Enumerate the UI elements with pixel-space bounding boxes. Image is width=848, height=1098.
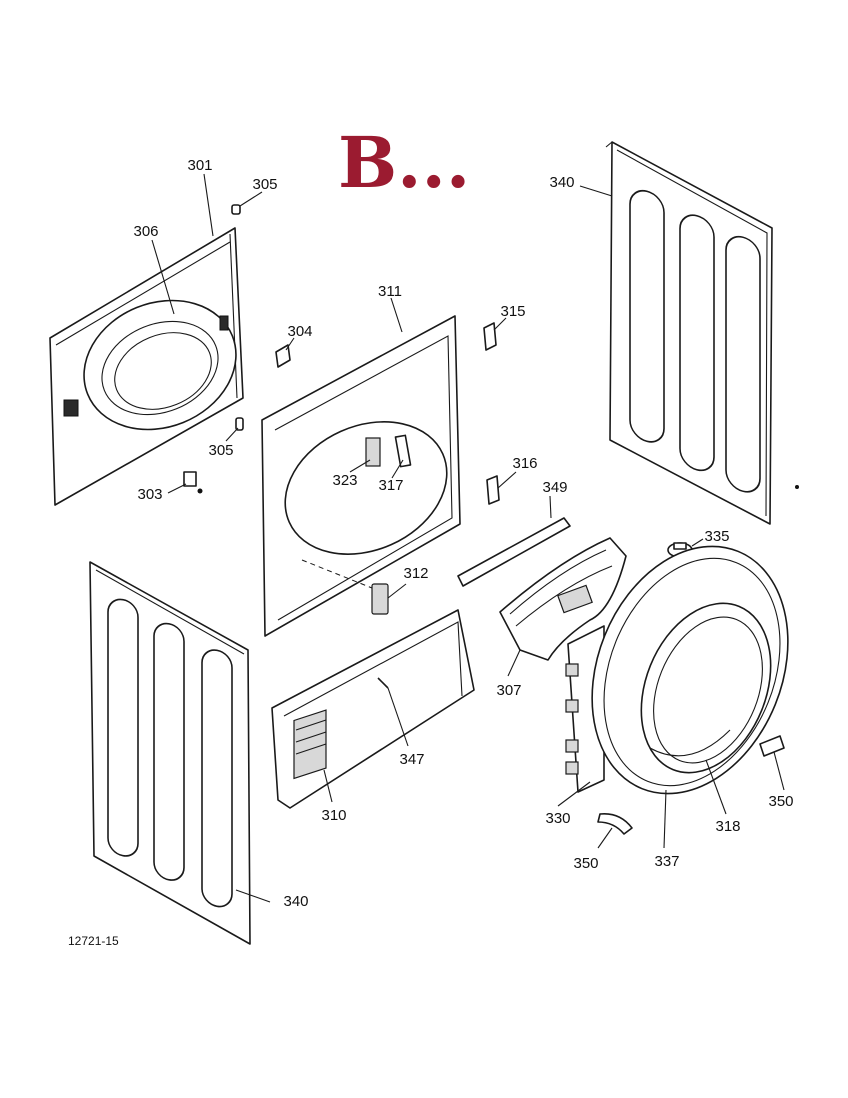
spring	[377, 677, 389, 689]
callout-screw-bottom: 305	[208, 442, 233, 459]
callout-drum-housing: 330	[545, 810, 570, 827]
toe-panel	[271, 609, 475, 809]
latch	[183, 471, 203, 494]
figure-reference: 12721-15	[68, 934, 119, 948]
felt-seal	[640, 602, 772, 774]
back-panel-bottom	[89, 561, 251, 945]
callout-strip: 349	[542, 479, 567, 496]
callout-duct: 307	[496, 682, 521, 699]
callout-back-panel-top: 340	[549, 174, 574, 191]
callout-filter: 316	[512, 455, 537, 472]
callout-front-panel: 301	[187, 157, 212, 174]
bulkhead	[261, 315, 461, 637]
callout-latch: 303	[137, 486, 162, 503]
callout-sensor: 312	[403, 565, 428, 582]
screw-bottom	[235, 417, 244, 431]
glide-right	[759, 735, 785, 757]
strip	[457, 517, 571, 587]
callout-toe-panel: 310	[321, 807, 346, 824]
glide-left	[597, 812, 633, 835]
filter	[486, 475, 500, 505]
callout-bracket: 315	[500, 303, 525, 320]
callout-vent: 317	[378, 477, 403, 494]
diagram-title: B...	[338, 121, 470, 204]
front-panel	[49, 227, 244, 506]
callout-clip: 304	[287, 323, 312, 340]
sensor	[371, 583, 389, 615]
callout-door-seal: 306	[133, 223, 158, 240]
callout-glide-right: 350	[768, 793, 793, 810]
bracket	[483, 322, 497, 351]
callout-glide-left: 350	[573, 855, 598, 872]
callout-drum-ring: 337	[654, 853, 679, 870]
callout-felt-seal: 318	[715, 818, 740, 835]
callout-spring: 347	[399, 751, 424, 768]
callout-switch: 323	[332, 472, 357, 489]
duct	[499, 537, 627, 661]
clip	[275, 344, 291, 368]
callout-bulkhead: 311	[378, 283, 402, 300]
screw-top	[231, 204, 241, 215]
callout-screw-top: 305	[252, 176, 277, 193]
leader-lines	[151, 173, 785, 903]
callout-cap: 335	[704, 528, 729, 545]
callout-labels: 340 340 301 306 305 305 303 311 304 323 …	[133, 157, 793, 910]
callout-back-panel-bottom: 340	[283, 893, 308, 910]
back-panel-top	[605, 141, 799, 525]
